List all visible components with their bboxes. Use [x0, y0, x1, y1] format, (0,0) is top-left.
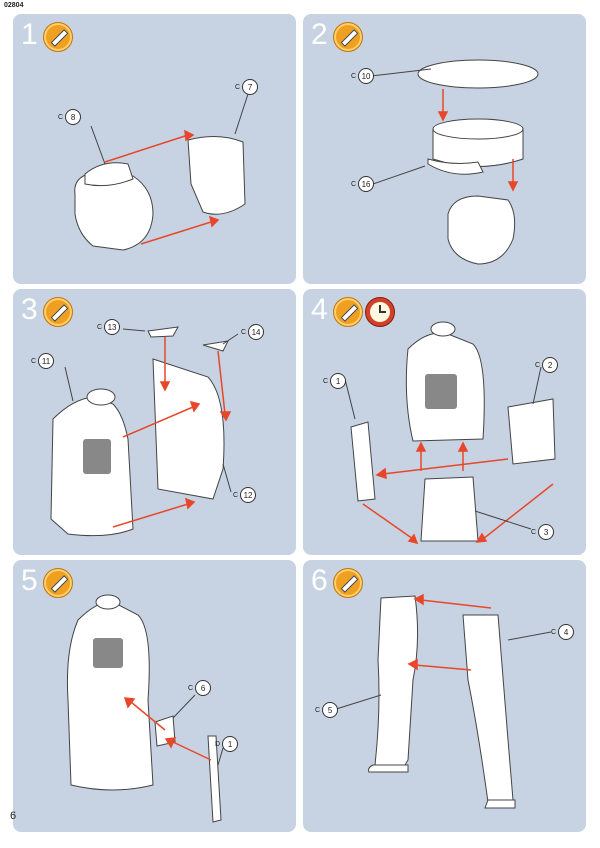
bayonet-d1	[207, 735, 222, 823]
step-5-number: 5	[21, 564, 38, 597]
cap-top-part	[417, 59, 539, 89]
jacket-assembly	[66, 601, 154, 791]
shoulder-piece-13	[147, 326, 179, 338]
collar-front-part	[84, 162, 134, 187]
shoulder-piece-14	[202, 340, 229, 352]
paint-icon	[333, 297, 363, 327]
step-1-illustration	[74, 93, 249, 251]
paint-icon	[43, 22, 73, 52]
step-2-illustration	[370, 59, 539, 265]
step-3-number: 3	[21, 293, 38, 326]
clock-icon	[365, 297, 395, 327]
trouser-leg-c5	[374, 595, 419, 766]
step-4-illustration	[344, 321, 556, 545]
step-1-number: 1	[21, 18, 38, 51]
paint-icon	[43, 297, 73, 327]
skirt-front-c3	[420, 476, 479, 542]
paint-icon	[333, 568, 363, 598]
step-5-illustration	[66, 594, 224, 823]
side-panel-c2	[507, 398, 556, 465]
paint-icon	[333, 22, 363, 52]
step-3-illustration	[50, 326, 239, 537]
paint-icon	[43, 568, 73, 598]
step-6-illustration	[332, 593, 552, 809]
step-4-number: 4	[311, 293, 328, 326]
trouser-leg-c4	[462, 614, 514, 803]
collar-back-part	[187, 136, 246, 215]
jacket-back-part	[152, 358, 225, 500]
head-part	[74, 173, 154, 251]
head-part	[447, 195, 516, 265]
step-2-number: 2	[311, 18, 328, 51]
page-number: 6	[10, 810, 17, 822]
document-code: 02804	[4, 2, 24, 9]
step-6-number: 6	[311, 564, 328, 597]
cap-band-part	[432, 128, 524, 167]
side-panel-c1	[350, 421, 376, 502]
